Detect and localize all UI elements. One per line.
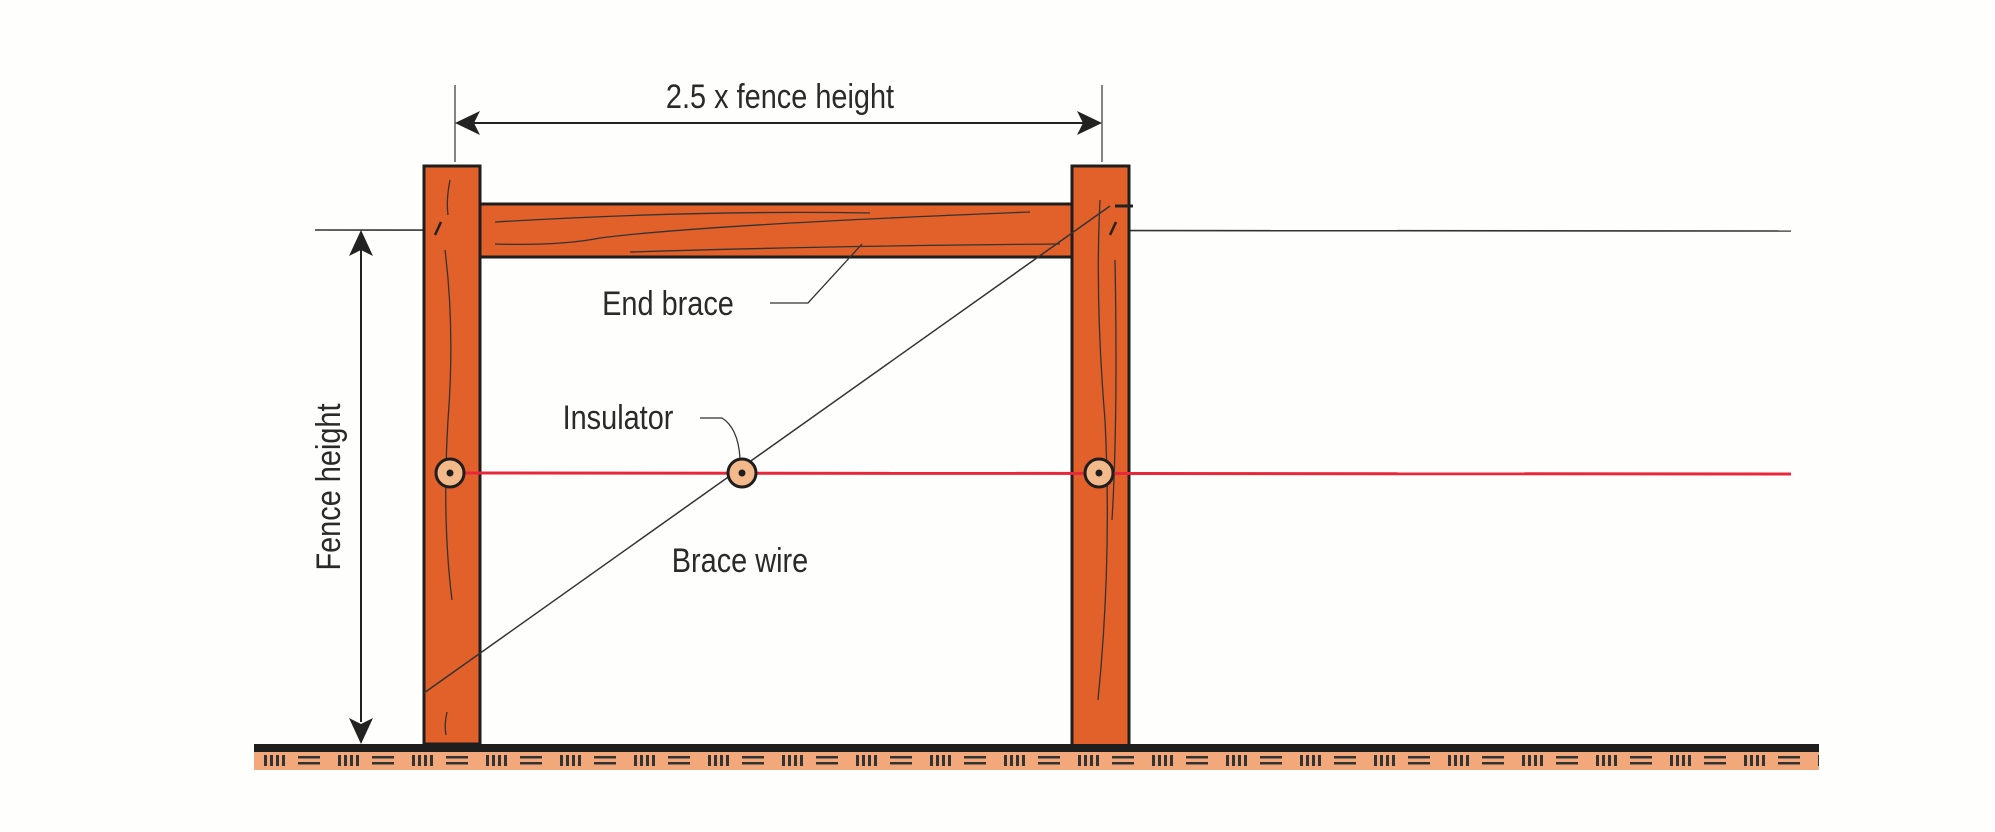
arrowhead-down-icon (349, 718, 373, 744)
fence-height-label: Fence height (309, 403, 348, 570)
end-brace-label: End brace (602, 284, 734, 323)
right-post (1070, 164, 1133, 750)
electric-wire (451, 471, 1792, 476)
end-brace-rail (478, 202, 1074, 259)
fence-height-dimension: Fence height (309, 230, 373, 744)
ground (254, 744, 1819, 770)
arrowhead-left-icon (455, 111, 480, 135)
insulator-icon (434, 457, 466, 489)
insulator-label: Insulator (563, 398, 674, 437)
brace-wire (423, 205, 1111, 694)
brace-wire-label: Brace wire (672, 541, 808, 580)
insulator-icon (1083, 457, 1115, 489)
arrowhead-up-icon (349, 230, 373, 256)
insulator-icon (726, 457, 758, 489)
left-post (422, 164, 482, 746)
span-dimension: 2.5 x fence height (454, 77, 1103, 162)
end-brace-leader (770, 243, 863, 304)
insulator-leader (700, 417, 741, 459)
span-label: 2.5 x fence height (666, 77, 894, 116)
arrowhead-right-icon (1077, 111, 1102, 135)
